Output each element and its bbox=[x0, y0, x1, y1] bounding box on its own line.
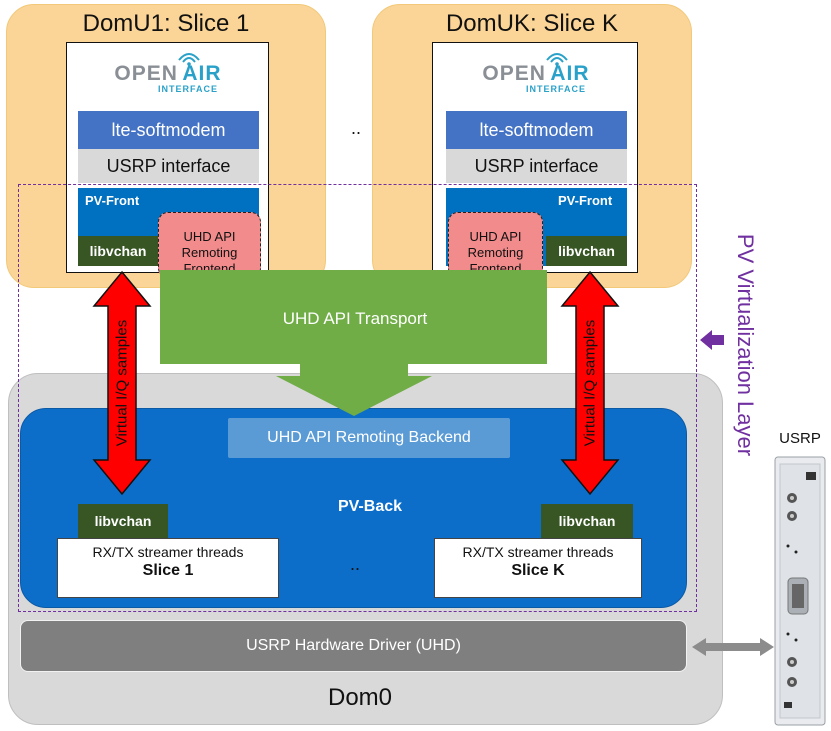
streamer-slice: Slice 1 bbox=[142, 562, 194, 579]
uhd-driver-bar: USRP Hardware Driver (UHD) bbox=[20, 620, 687, 672]
lte-softmodem-slice1: lte-softmodem bbox=[78, 111, 259, 149]
remoting-frontend-slice1: UHD API Remoting Frontend bbox=[158, 212, 261, 278]
uhd-remoting-backend: UHD API Remoting Backend bbox=[228, 418, 510, 458]
streamer-box-slicek: RX/TX streamer threads Slice K bbox=[434, 538, 642, 598]
wifi-icon bbox=[546, 53, 568, 66]
wifi-icon bbox=[178, 53, 200, 66]
libvchan-front-slicek: libvchan bbox=[546, 236, 627, 266]
streamer-ellipsis: .. bbox=[349, 554, 360, 574]
iq-samples-label-slice1: Virtual I/Q samples bbox=[113, 319, 131, 447]
iq-samples-label-slicek: Virtual I/Q samples bbox=[581, 319, 599, 447]
pv-back-label: PV-Back bbox=[337, 498, 403, 515]
streamer-label: RX/TX streamer threads bbox=[92, 544, 244, 560]
streamer-box-slice1: RX/TX streamer threads Slice 1 bbox=[57, 538, 279, 598]
streamer-label: RX/TX streamer threads bbox=[462, 544, 614, 560]
uhd-usrp-link-arrow bbox=[692, 638, 774, 656]
pv-layer-pointer-arrow bbox=[700, 330, 724, 350]
slice-ellipsis: .. bbox=[350, 118, 361, 138]
dom0-label: Dom0 bbox=[327, 684, 393, 711]
openair-logo-slice1: OPEN AIR INTERFACE bbox=[114, 62, 222, 94]
pv-front-label-slicek: PV-Front bbox=[558, 193, 613, 208]
libvchan-back-slicek: libvchan bbox=[541, 504, 633, 538]
usrp-device-label: USRP bbox=[779, 430, 821, 447]
libvchan-back-slice1: libvchan bbox=[78, 504, 168, 538]
usrp-interface-slicek: USRP interface bbox=[446, 149, 627, 183]
domu-slice1-title: DomU1: Slice 1 bbox=[82, 10, 250, 37]
libvchan-front-slice1: libvchan bbox=[78, 236, 158, 266]
pv-front-label-slice1: PV-Front bbox=[85, 193, 140, 208]
streamer-slice: Slice K bbox=[511, 562, 565, 579]
pv-virtualization-layer-box bbox=[18, 184, 697, 612]
openair-logo-slicek: OPEN AIR INTERFACE bbox=[482, 62, 590, 94]
usrp-device-image bbox=[774, 456, 826, 726]
domu-slicek-title: DomUK: Slice K bbox=[445, 10, 619, 37]
uhd-transport-label: UHD API Transport bbox=[282, 309, 428, 328]
lte-softmodem-slicek: lte-softmodem bbox=[446, 111, 627, 149]
usrp-interface-slice1: USRP interface bbox=[78, 149, 259, 183]
